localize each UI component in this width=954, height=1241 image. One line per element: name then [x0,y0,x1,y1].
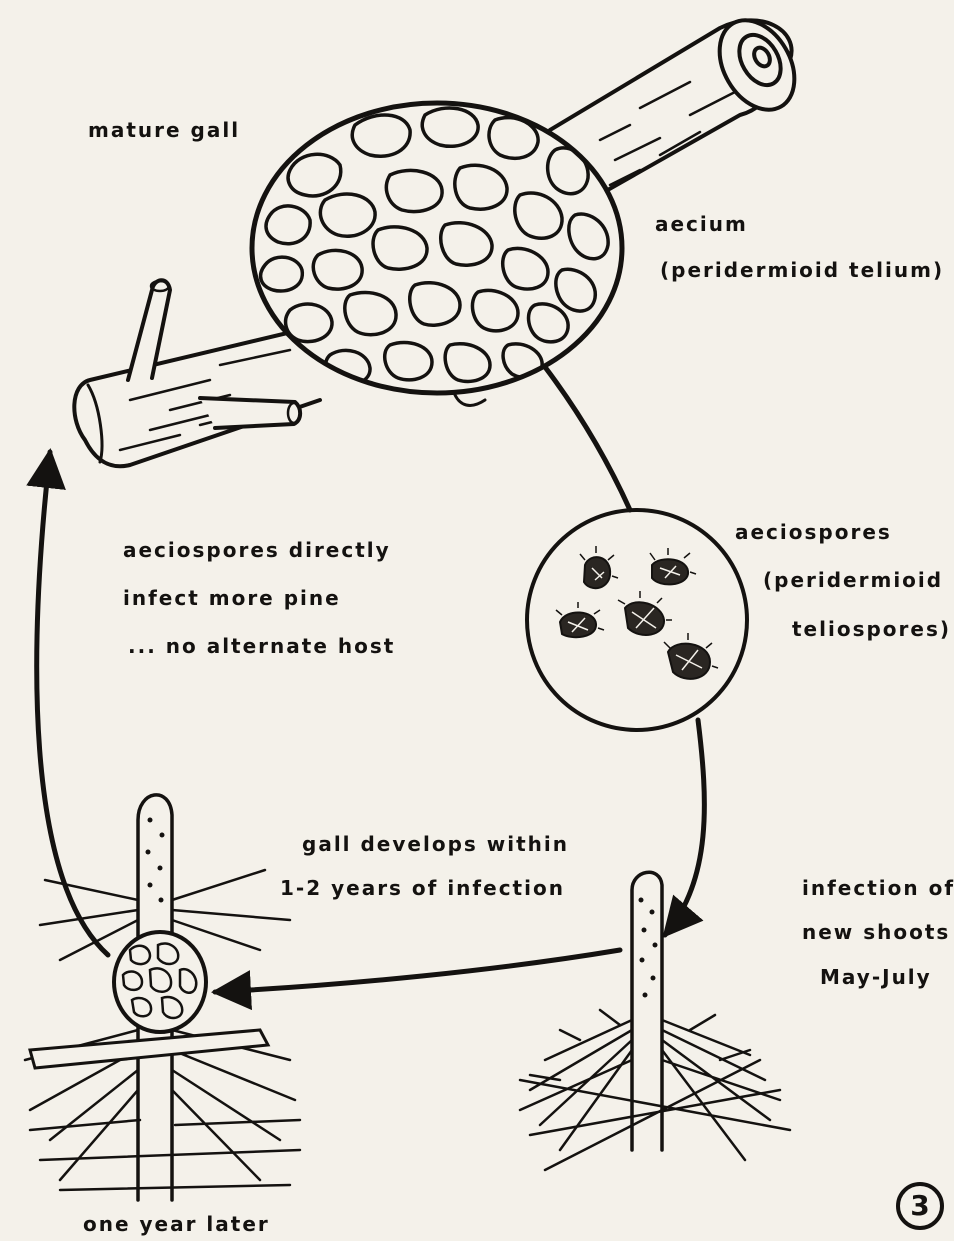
label-aeciospores: aeciospores [735,520,892,544]
label-aeciospores-directly: aeciospores directly [123,538,391,562]
label-new-shoots: new shoots [802,920,950,944]
label-peridermioid: (peridermioid [763,568,943,592]
label-teliospores: teliospores) [792,617,951,641]
mature-gall-illustration [74,7,809,466]
label-years-of-infection: 1-2 years of infection [280,876,565,900]
label-aecium: aecium [655,212,748,236]
arrow-gall-to-spores [545,367,630,510]
aeciospores-magnified-view [527,510,747,730]
page-number-badge: 3 [896,1182,944,1230]
label-peridermioid-telium: (peridermioid telium) [660,258,944,282]
label-mature-gall: mature gall [88,118,240,142]
label-may-july: May-July [820,965,932,989]
arrow-shoot-to-young-gall [215,950,620,992]
infected-new-shoot-illustration [520,872,790,1170]
arrow-spores-to-shoot [665,720,704,935]
label-gall-develops-within: gall develops within [302,832,569,856]
label-infection-of: infection of [802,876,954,900]
young-gall-shoot-illustration [25,795,300,1200]
label-one-year-later: one year later [83,1212,270,1236]
label-infect-more-pine: infect more pine [123,586,341,610]
label-no-alternate-host: ... no alternate host [128,634,395,658]
